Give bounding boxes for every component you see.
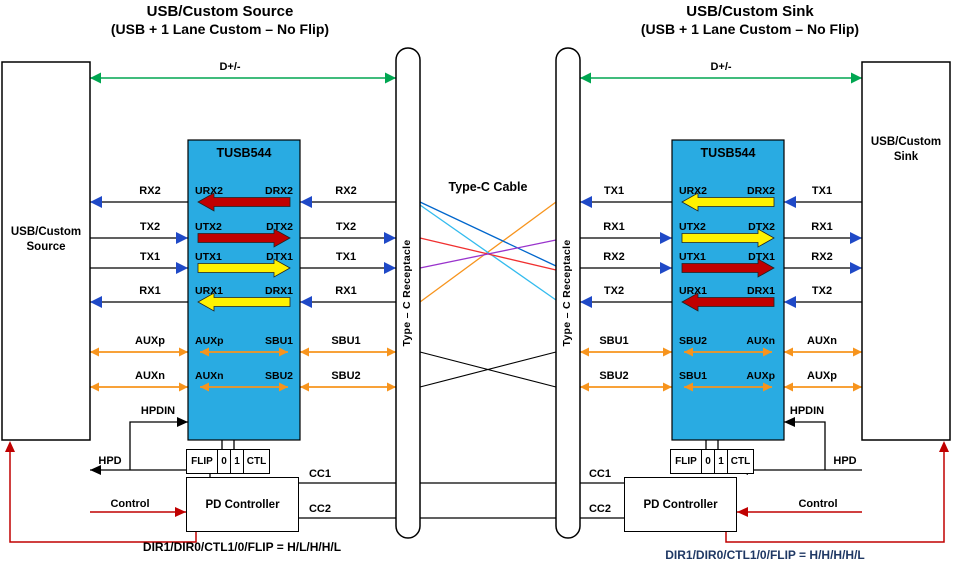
flip-cell: 1 [230,450,243,473]
right-host-signal: RX1 [811,221,833,233]
right-control-label: Control [798,498,838,510]
left-chip-name: TUSB544 [216,146,272,160]
right-hpd-label: HPD [833,455,857,467]
left-receptacle-shape [395,47,421,539]
flip-cell: CTL [727,450,753,473]
left-title: USB/Custom Source [146,3,294,20]
left-hpdin-label: HPDIN [140,405,176,417]
left-cc1-label: CC1 [308,468,331,480]
left-control-label: Control [110,498,150,510]
right-dp-label: D+/- [710,61,732,73]
right-recep-signal: SBU1 [599,335,629,347]
sink-box [861,61,951,441]
lane-arrowheads [90,196,862,308]
right-hpdin-label: HPDIN [789,405,825,417]
left-host-signal: TX2 [139,221,161,233]
source-box-label: USB/Custom Source [10,226,82,253]
right-chip-pin: AUXn [746,335,775,347]
chip-aux-arrows [200,347,772,392]
control-lines [5,441,949,543]
left-chip-pin: SBU1 [264,335,293,347]
right-recep-signal: RX1 [603,221,625,233]
right-chip-pin: UTX1 [679,251,706,263]
right-receptacle-label: Type – C Receptacle [561,239,573,347]
cable-sbu-cross [419,351,557,388]
source-box [1,61,91,441]
right-chip-pin: DRX1 [746,285,775,297]
left-recep-signal: TX2 [335,221,357,233]
dp-lines [90,72,862,84]
right-host-signal: AUXp [807,370,837,382]
right-chip-pin: DTX2 [748,221,775,233]
left-host-signal: TX1 [139,251,161,263]
right-chip-pin: DRX2 [746,185,775,197]
left-chip-pin: DRX1 [264,285,293,297]
right-chip-pin: AUXp [746,370,775,382]
right-cc2-label: CC2 [588,503,611,515]
left-chip-pin: UTX2 [195,221,222,233]
flip-cell: CTL [243,450,269,473]
right-host-signal: RX2 [811,251,833,263]
right-host-signal: TX2 [811,285,833,297]
left-chip-pin: URX1 [195,285,224,297]
right-cc1-label: CC1 [588,468,611,480]
left-recep-signal: SBU2 [331,370,361,382]
left-chip-pin: DTX1 [266,251,293,263]
left-host-signal: AUXp [135,335,165,347]
right-pd-controller: PD Controller [624,477,737,532]
right-strap-config: DIR1/DIR0/CTL1/0/FLIP = H/H/H/H/L [665,548,865,562]
left-chip-pin: DTX2 [266,221,293,233]
left-chip-pin: SBU2 [264,370,293,382]
left-pd-controller: PD Controller [186,477,299,532]
right-chip-pin: DTX1 [748,251,775,263]
left-hpd-label: HPD [98,455,122,467]
cable-lane-wires [419,201,557,303]
right-chip-pin: UTX2 [679,221,706,233]
left-cc2-label: CC2 [308,503,331,515]
right-receptacle-shape [555,47,581,539]
right-chip-pin: SBU1 [679,370,708,382]
left-receptacle-label: Type – C Receptacle [401,239,413,347]
sink-box-label: USB/Custom Sink [870,136,942,163]
right-recep-signal: RX2 [603,251,625,263]
left-recep-signal: SBU1 [331,335,361,347]
left-recep-signal: RX1 [335,285,357,297]
right-recep-signal: SBU2 [599,370,629,382]
left-host-signal: AUXn [135,370,165,382]
left-chip-pin: DRX2 [264,185,293,197]
aux-sbu-lines [90,347,862,392]
left-chip-lane-arrows [197,192,291,312]
left-chip-pin: AUXn [195,370,224,382]
right-subtitle: (USB + 1 Lane Custom – No Flip) [640,21,860,37]
left-strap-config: DIR1/DIR0/CTL1/0/FLIP = H/L/H/H/L [142,540,342,554]
right-flip-ctl-straps: FLIP 0 1 CTL [670,449,754,474]
left-dp-label: D+/- [219,61,241,73]
right-chip-pin: URX2 [679,185,708,197]
left-flip-ctl-straps: FLIP 0 1 CTL [186,449,270,474]
right-host-signal: TX1 [811,185,833,197]
right-chip-lane-arrows [681,192,775,312]
right-title: USB/Custom Sink [686,3,814,20]
left-recep-signal: RX2 [335,185,357,197]
cable-label: Type-C Cable [448,180,528,194]
left-recep-signal: TX1 [335,251,357,263]
left-subtitle: (USB + 1 Lane Custom – No Flip) [110,21,330,37]
right-chip-pin: SBU2 [679,335,708,347]
left-chip-pin: UTX1 [195,251,222,263]
left-host-signal: RX2 [139,185,161,197]
right-chip-name: TUSB544 [700,146,756,160]
left-chip-pin: AUXp [195,335,224,347]
flip-cell: 0 [217,450,230,473]
flip-cell: 1 [714,450,727,473]
left-host-signal: RX1 [139,285,161,297]
flip-cell: FLIP [675,456,697,467]
left-chip-pin: URX2 [195,185,224,197]
right-recep-signal: TX2 [603,285,625,297]
right-host-signal: AUXn [807,335,837,347]
flip-cell: 0 [701,450,714,473]
right-recep-signal: TX1 [603,185,625,197]
right-chip-pin: URX1 [679,285,708,297]
flip-cell: FLIP [191,456,213,467]
